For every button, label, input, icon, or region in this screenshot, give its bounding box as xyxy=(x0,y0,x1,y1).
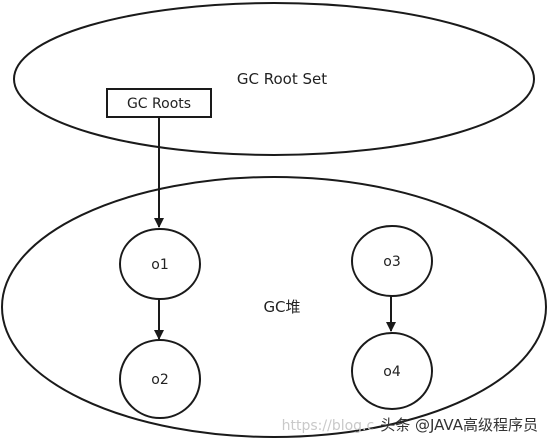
heap-label: GC堆 xyxy=(263,298,300,316)
watermark-url: https://blog.c xyxy=(281,418,375,434)
node-o1-label: o1 xyxy=(151,257,168,273)
watermark-brand: 头条 @JAVA高级程序员 xyxy=(380,416,538,434)
watermark: https://blog.c 头条 @JAVA高级程序员 xyxy=(282,414,538,435)
gc-roots-label: GC Roots xyxy=(127,96,191,112)
node-o1 xyxy=(119,228,201,300)
node-o3 xyxy=(351,225,433,297)
node-o3-label: o3 xyxy=(383,254,400,270)
node-o2 xyxy=(119,339,201,419)
node-o4 xyxy=(351,332,433,410)
node-o4-label: o4 xyxy=(383,364,401,380)
node-o2-label: o2 xyxy=(151,372,168,388)
root-set-label: GC Root Set xyxy=(237,70,327,88)
